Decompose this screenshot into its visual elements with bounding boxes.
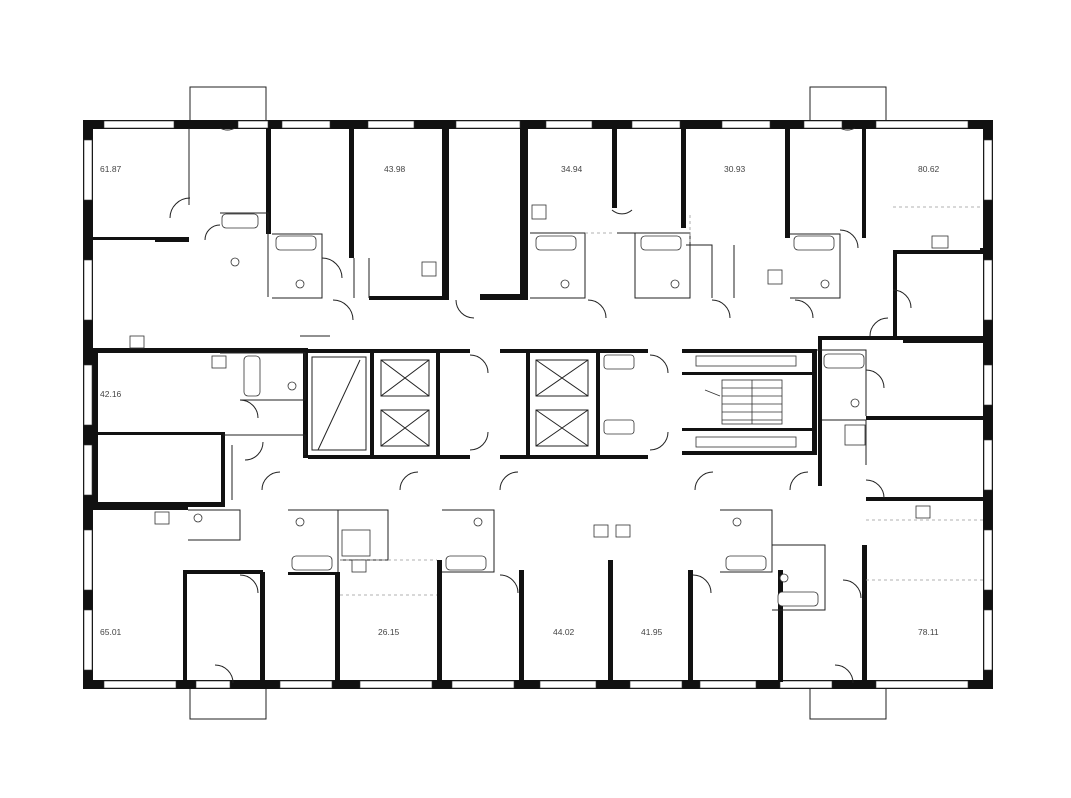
area-labels: 61.87 43.98 34.94 30.93 80.62 42.16 65.0…: [100, 164, 940, 637]
balcony-top-left: [189, 86, 267, 122]
staircase: [704, 379, 783, 425]
fixtures: [129, 204, 949, 607]
area-label-80-62: 80.62: [918, 164, 940, 174]
area-label-41-95: 41.95: [641, 627, 663, 637]
area-label-34-94: 34.94: [561, 164, 583, 174]
kitchen-zone-lines: [340, 206, 983, 596]
balcony-top-right: [809, 86, 887, 122]
interior-walls: [93, 128, 985, 682]
area-label-65-01: 65.01: [100, 627, 122, 637]
area-label-42-16: 42.16: [100, 389, 122, 399]
area-label-43-98: 43.98: [384, 164, 406, 174]
balcony-bottom-left: [189, 683, 267, 720]
area-label-44-02: 44.02: [553, 627, 575, 637]
exterior-walls: [83, 120, 993, 689]
area-label-30-93: 30.93: [724, 164, 746, 174]
area-label-78-11: 78.11: [918, 627, 939, 637]
elevators: [311, 356, 589, 451]
balcony-bottom-right: [809, 683, 887, 720]
area-label-26-15: 26.15: [378, 627, 400, 637]
door-swings: [169, 127, 912, 684]
area-label-61-87: 61.87: [100, 164, 122, 174]
